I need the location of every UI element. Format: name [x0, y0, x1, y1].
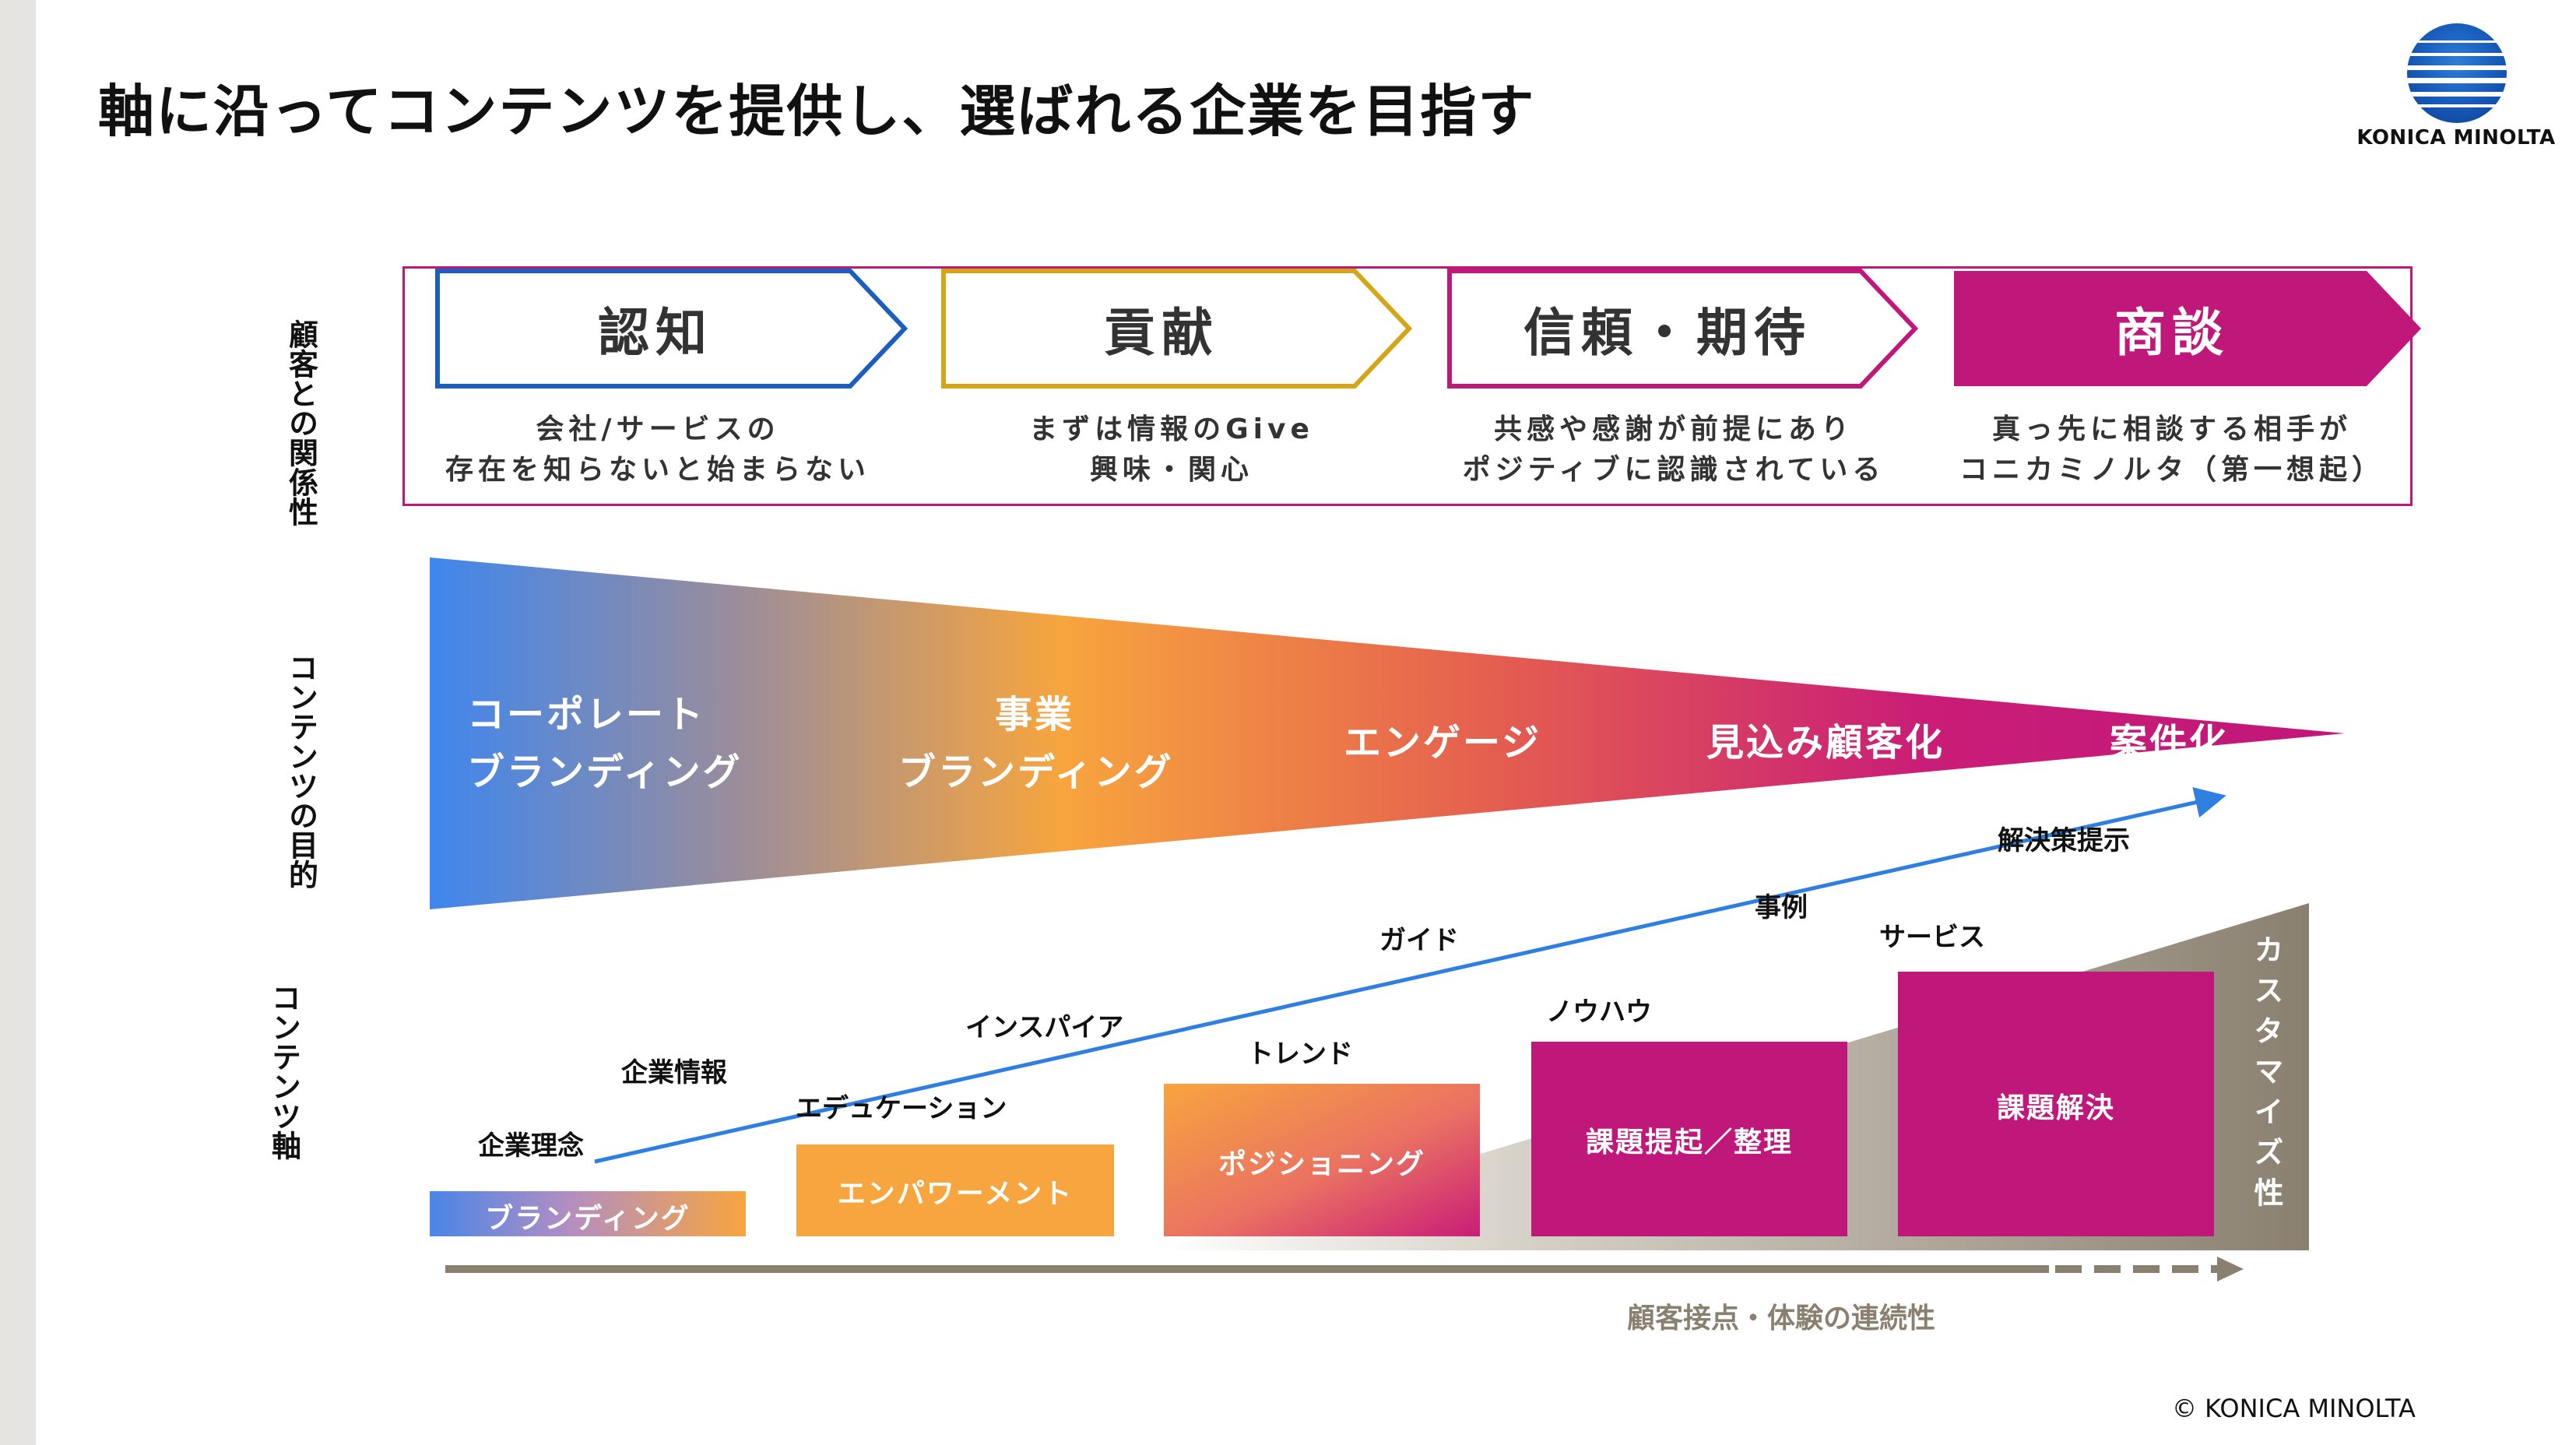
stage-desc-contribution-line2: 興味・関心: [1089, 454, 1253, 486]
box-label-problem-solve: 課題解決: [1996, 1092, 2115, 1124]
box-label-branding: ブランディング: [485, 1203, 691, 1235]
stage-title-contribution: 貢献: [1104, 303, 1219, 363]
funnel-label-corporate-line1: コーポレート: [467, 693, 706, 737]
stage-arrow-contribution: [941, 269, 1413, 388]
axis-label-guide: ガイド: [1379, 925, 1459, 956]
axis-label-inspire: インスパイア: [965, 1012, 1124, 1043]
relationship-stages-frame: [402, 266, 2413, 506]
axis-label-corporate-info: 企業情報: [621, 1057, 727, 1088]
box-label-problem-raise: 課題提起／整理: [1585, 1127, 1793, 1158]
stage-desc-negotiation-line1: 真っ先に相談する相手が: [1991, 413, 2352, 445]
stage-desc-trust: 共感や感謝が前提にあり ポジティブに認識されている: [1417, 410, 1931, 490]
box-problem-solve: [1898, 972, 2214, 1236]
purpose-funnel: [430, 557, 2345, 909]
page-title: 軸に沿ってコンテンツを提供し、選ばれる企業を目指す: [98, 79, 1536, 144]
row-label-purpose: コンテンツの目的: [283, 652, 318, 889]
customize-label: カスタマイズ性: [2249, 934, 2283, 1218]
axis-label-case: 事例: [1755, 892, 1808, 923]
stage-arrow-awareness: [435, 269, 908, 388]
stage-desc-contribution-line1: まずは情報のGive: [1029, 413, 1314, 445]
box-empowerment: [796, 1144, 1114, 1236]
logo-text: KONICA MINOLTA: [2356, 126, 2556, 149]
content-axis-arrow: [594, 787, 2226, 1164]
continuity-label: 顧客接点・体験の連続性: [1627, 1303, 1936, 1334]
row-label-relationship: 顧客との関係性: [283, 319, 318, 526]
stage-desc-awareness: 会社/サービスの 存在を知らないと始まらない: [405, 410, 911, 490]
axis-label-knowhow: ノウハウ: [1546, 997, 1652, 1028]
box-positioning: [1164, 1084, 1480, 1236]
box-problem-raise: [1531, 1042, 1847, 1236]
stage-desc-negotiation: 真っ先に相談する相手が コニカミノルタ（第一想起）: [1923, 410, 2421, 490]
axis-label-education: エデュケーション: [796, 1093, 1007, 1124]
stage-title-awareness: 認知: [598, 303, 713, 363]
left-edge-strip: [0, 0, 36, 1445]
stage-desc-awareness-line2: 存在を知らないと始まらない: [445, 454, 870, 486]
box-label-positioning: ポジショニング: [1218, 1148, 1425, 1180]
row-label-axis: コンテンツ軸: [266, 983, 301, 1160]
brand-logo: KONICA MINOLTA: [2343, 23, 2569, 156]
funnel-label-engage: エンゲージ: [1344, 721, 1542, 765]
box-label-empowerment: エンパワーメント: [837, 1178, 1074, 1210]
stage-desc-trust-line1: 共感や感謝が前提にあり: [1493, 413, 1854, 445]
stage-title-negotiation: 商談: [2114, 303, 2230, 363]
stage-arrow-negotiation: [1954, 271, 2421, 386]
globe-logo-icon: [2407, 23, 2507, 123]
box-branding: [430, 1191, 746, 1236]
axis-label-philosophy: 企業理念: [478, 1130, 584, 1162]
axis-label-trend: トレンド: [1247, 1039, 1353, 1070]
funnel-label-business-line1: 事業: [994, 693, 1074, 737]
continuity-arrow-head: [2217, 1257, 2244, 1282]
stage-title-trust: 信頼・期待: [1523, 303, 1812, 363]
funnel-label-business-line2: ブランディング: [898, 751, 1174, 794]
funnel-label-deal: 案件化: [2110, 721, 2230, 765]
stage-desc-trust-line2: ポジティブに認識されている: [1462, 454, 1885, 486]
axis-label-solution-proposal: 解決策提示: [1998, 825, 2130, 856]
stage-desc-negotiation-line2: コニカミノルタ（第一想起）: [1959, 454, 2384, 486]
copyright: © KONICA MINOLTA: [2172, 1394, 2416, 1423]
funnel-label-corporate-line2: ブランディング: [467, 751, 743, 794]
stage-arrow-trust: [1447, 269, 1919, 388]
stage-desc-awareness-line1: 会社/サービスの: [536, 413, 780, 445]
funnel-label-prospect: 見込み顧客化: [1706, 721, 1945, 765]
axis-label-service: サービス: [1879, 922, 1985, 953]
stage-desc-contribution: まずは情報のGive 興味・関心: [919, 410, 1425, 490]
